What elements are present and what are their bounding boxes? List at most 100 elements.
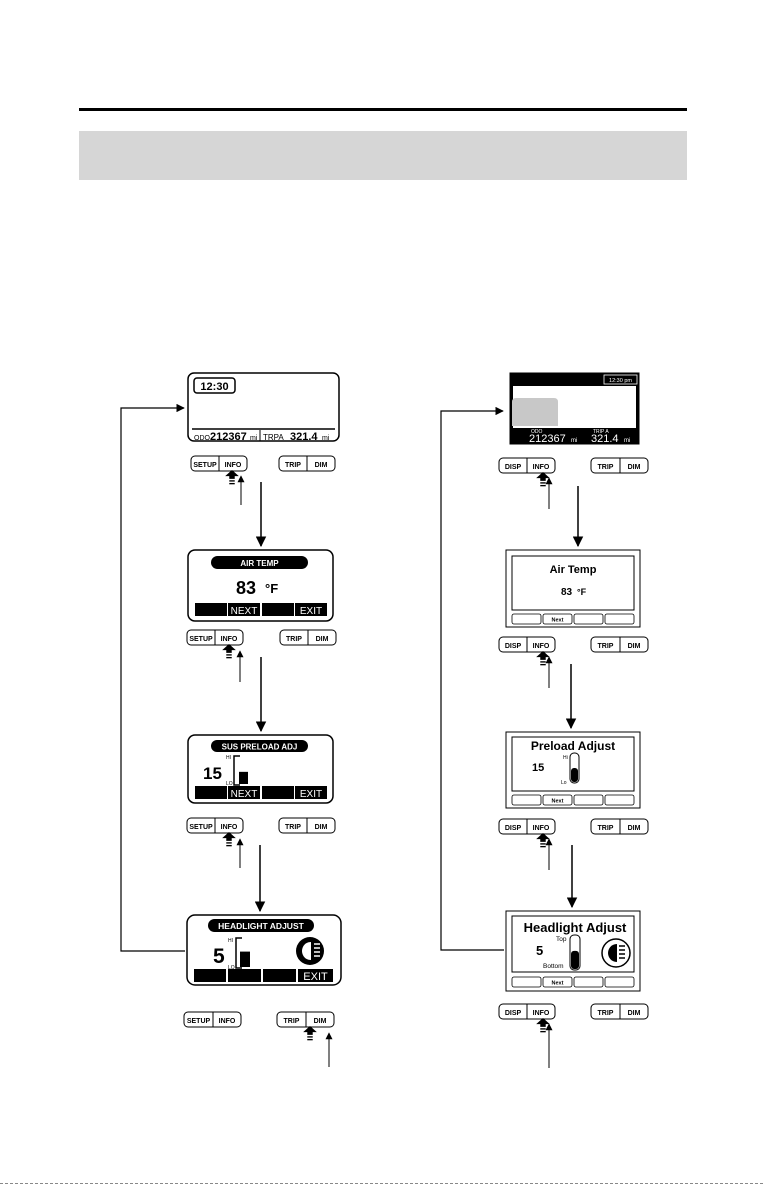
info-button[interactable]: INFO [221, 636, 238, 643]
dim-button[interactable]: DIM [316, 636, 329, 643]
press-arrow-icon [536, 1018, 550, 1033]
headlight-value: 5 [213, 945, 225, 968]
exit-softkey[interactable]: EXIT [300, 789, 322, 800]
header-rule [79, 108, 687, 111]
next-softkey[interactable]: Next [552, 618, 564, 624]
right-headlight-screen: Headlight Adjust 5 Top Bottom Next [505, 910, 641, 992]
setup-button[interactable]: SETUP [189, 636, 213, 643]
trip-value: 321.4 [591, 433, 619, 445]
left-air-temp-screen: AIR TEMP 83 °F NEXT EXIT [187, 549, 334, 622]
disp-button[interactable]: DISP [505, 825, 522, 832]
clock-text: 12:30 pm [609, 378, 632, 384]
headlight-level-bar [240, 951, 250, 967]
dim-button[interactable]: DIM [314, 1018, 327, 1025]
trip-unit: mi [322, 435, 330, 442]
screen-title: AIR TEMP [240, 559, 279, 568]
trip-button[interactable]: TRIP [286, 636, 302, 643]
next-softkey[interactable]: Next [552, 981, 564, 987]
temp-value: 83 [236, 578, 256, 598]
dim-button[interactable]: DIM [628, 1010, 641, 1017]
hi-label: HI [228, 938, 233, 944]
page-edge [0, 1183, 763, 1184]
info-button[interactable]: INFO [219, 1018, 236, 1025]
disp-button[interactable]: DISP [505, 464, 522, 471]
trip-button[interactable]: TRIP [598, 825, 614, 832]
screen-title: HEADLIGHT ADJUST [218, 921, 304, 931]
press-arrow-icon [222, 832, 236, 847]
dim-button[interactable]: DIM [628, 643, 641, 650]
temp-unit: °F [265, 581, 278, 596]
left-main-screen: 12:30 ODO 212367 mi TRPA 321.4 mi [187, 372, 340, 443]
right-main-screen: 12:30 pm ODO 212367 mi TRIP A 321.4 mi [509, 372, 640, 445]
right-button-bar-3: DISP INFO TRIP DIM [498, 818, 649, 870]
screen-title: Headlight Adjust [524, 920, 627, 935]
headlight-icon [601, 938, 631, 968]
odo-value: 212367 [210, 431, 247, 443]
trip-button[interactable]: TRIP [285, 462, 301, 469]
setup-button[interactable]: SETUP [189, 824, 213, 831]
left-headlight-screen: HEADLIGHT ADJUST 5 HI LO EXIT [186, 914, 342, 986]
trip-button[interactable]: TRIP [285, 824, 301, 831]
press-arrow-icon [222, 644, 236, 659]
disp-button[interactable]: DISP [505, 1010, 522, 1017]
section-banner [79, 131, 687, 180]
preload-value: 15 [532, 762, 544, 774]
temp-value: 83 [561, 587, 573, 598]
next-softkey[interactable]: Next [552, 799, 564, 805]
press-arrow-icon [225, 470, 239, 485]
top-label: Top [556, 936, 567, 943]
left-button-bar-3: SETUP INFO TRIP DIM [186, 817, 336, 868]
odo-label: ODO [531, 429, 543, 435]
trip-button[interactable]: TRIP [284, 1018, 300, 1025]
setup-button[interactable]: SETUP [193, 462, 217, 469]
info-button[interactable]: INFO [533, 643, 550, 650]
press-arrow-icon [536, 651, 550, 666]
trip-value: 321.4 [290, 431, 318, 443]
exit-softkey[interactable]: EXIT [303, 971, 328, 983]
trip-unit: mi [624, 438, 630, 444]
left-button-bar-4: SETUP INFO TRIP DIM [183, 1011, 335, 1067]
odo-unit: mi [571, 438, 577, 444]
info-button[interactable]: INFO [533, 464, 550, 471]
info-button[interactable]: INFO [221, 824, 238, 831]
info-button[interactable]: INFO [533, 1010, 550, 1017]
lo-label: Lo [561, 780, 567, 786]
exit-softkey[interactable]: EXIT [300, 606, 322, 617]
next-softkey[interactable]: NEXT [231, 606, 258, 617]
left-preload-screen: SUS PRELOAD ADJ 15 HI LO NEXT EXIT [187, 734, 334, 804]
lo-label: LO [228, 965, 235, 971]
preload-level-bar [571, 768, 578, 782]
next-softkey[interactable]: NEXT [231, 789, 258, 800]
odo-value: 212367 [529, 433, 566, 445]
odo-label: ODO [194, 435, 211, 442]
dim-button[interactable]: DIM [628, 464, 641, 471]
screen-title: Air Temp [550, 564, 597, 576]
disp-button[interactable]: DISP [505, 643, 522, 650]
preload-value: 15 [203, 764, 222, 783]
loop-back-arrow [120, 403, 185, 952]
trip-button[interactable]: TRIP [598, 643, 614, 650]
dim-button[interactable]: DIM [628, 825, 641, 832]
headlight-level-bar [571, 950, 579, 969]
setup-button[interactable]: SETUP [187, 1018, 211, 1025]
right-button-bar-4: DISP INFO TRIP DIM [498, 1003, 649, 1068]
hi-label: HI [226, 755, 231, 761]
dim-button[interactable]: DIM [315, 824, 328, 831]
info-button[interactable]: INFO [225, 462, 242, 469]
trip-label: TRIP A [593, 429, 609, 435]
screen-title: Preload Adjust [531, 739, 615, 753]
info-button[interactable]: INFO [533, 825, 550, 832]
preload-level-bar [239, 771, 248, 784]
odo-unit: mi [250, 435, 258, 442]
right-preload-screen: Preload Adjust 15 Hi Lo Next [505, 731, 641, 809]
dim-button[interactable]: DIM [315, 462, 328, 469]
trip-button[interactable]: TRIP [598, 1010, 614, 1017]
bottom-label: Bottom [543, 963, 564, 970]
press-arrow-icon [536, 472, 550, 487]
loop-back-arrow [440, 406, 504, 951]
right-button-bar-1: DISP INFO TRIP DIM [498, 457, 649, 509]
hi-label: Hi [563, 755, 568, 761]
trip-button[interactable]: TRIP [598, 464, 614, 471]
press-arrow-icon [536, 833, 550, 848]
